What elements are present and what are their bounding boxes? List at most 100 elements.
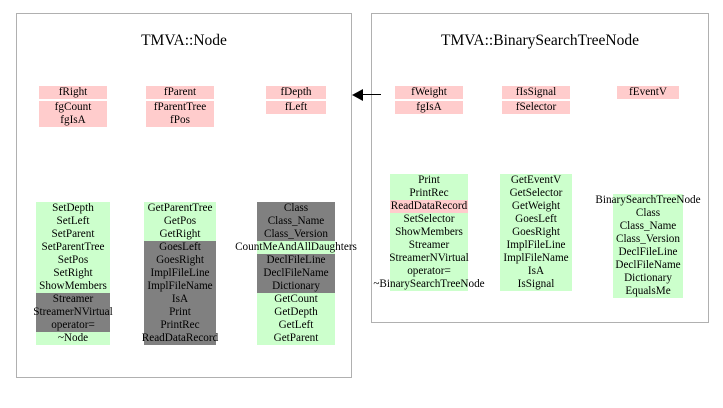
highlight-box [500,278,572,291]
node-method-c1-7[interactable]: Streamer [0,293,173,306]
bstn-method-c3-1[interactable]: Class [548,207,723,220]
node-method-c3-4[interactable]: DeclFileLine [196,254,396,267]
node-method-c1-2[interactable]: SetParent [0,228,173,241]
node-attribute-0[interactable]: fRight [0,86,173,99]
bstn-attribute-1[interactable]: fgIsA [329,101,529,114]
bstn-method-c3-7[interactable]: EqualsMe [548,285,723,298]
bstn-attribute-3[interactable]: fSelector [436,101,636,114]
node-method-c3-8[interactable]: GetDepth [196,306,396,319]
bstn-method-c1-3[interactable]: SetSelector [329,213,529,226]
node-method-c3-5[interactable]: DeclFileName [196,267,396,280]
highlight-box [257,332,335,345]
member-label: SetLeft [56,215,90,227]
highlight-box [613,207,683,220]
bstn-attribute-4[interactable]: fEventV [548,86,723,99]
node-method-c3-2[interactable]: Class_Version [196,228,396,241]
node-method-c3-0[interactable]: Class [196,202,396,215]
member-label: fIsSignal [515,86,557,98]
member-label: GetDepth [274,306,318,318]
bstn-method-c2-8[interactable]: IsSignal [436,278,636,291]
node-method-c1-10[interactable]: ~Node [0,332,173,345]
bstn-attribute-0[interactable]: fWeight [329,86,529,99]
node-method-c1-4[interactable]: SetPos [0,254,173,267]
bstn-method-c1-7[interactable]: operator= [329,265,529,278]
highlight-box [144,267,216,280]
node-method-c3-1[interactable]: Class_Name [196,215,396,228]
node-method-c2-7[interactable]: IsA [80,293,280,306]
node-method-c1-9[interactable]: operator= [0,319,173,332]
bstn-method-c2-0[interactable]: GetEventV [436,174,636,187]
member-label: SetRight [53,267,93,279]
bstn-method-c3-3[interactable]: Class_Version [548,233,723,246]
member-label: Dictionary [624,272,672,284]
node-method-c3-3[interactable]: CountMeAndAllDaughters [196,241,396,254]
bstn-method-c3-4[interactable]: DeclFileLine [548,246,723,259]
node-method-c1-6[interactable]: ShowMembers [0,280,173,293]
bstn-method-c1-5[interactable]: Streamer [329,239,529,252]
node-method-c3-7[interactable]: GetCount [196,293,396,306]
bstn-method-c2-7[interactable]: IsA [436,265,636,278]
member-label: fRight [58,86,88,98]
node-method-c2-1[interactable]: GetPos [80,215,280,228]
node-method-c2-3[interactable]: GoesLeft [80,241,280,254]
member-label: DeclFileName [263,267,329,279]
bstn-method-c2-2[interactable]: GetWeight [436,200,636,213]
bstn-method-c1-8[interactable]: ~BinarySearchTreeNode [329,278,529,291]
highlight-box [390,213,468,226]
node-attribute-7[interactable]: fLeft [196,101,396,114]
member-label: GetPos [163,215,197,227]
bstn-method-c1-1[interactable]: PrintRec [329,187,529,200]
node-attribute-4[interactable]: fParentTree [80,101,280,114]
node-method-c2-6[interactable]: ImplFileName [80,280,280,293]
node-method-c1-1[interactable]: SetLeft [0,215,173,228]
node-attribute-6[interactable]: fDepth [196,86,396,99]
bstn-method-c1-6[interactable]: StreamerNVirtual [329,252,529,265]
bstn-method-c1-4[interactable]: ShowMembers [329,226,529,239]
bstn-method-c2-1[interactable]: GetSelector [436,187,636,200]
node-method-c1-8[interactable]: StreamerNVirtual [0,306,173,319]
node-method-c2-4[interactable]: GoesRight [80,254,280,267]
node-attribute-3[interactable]: fParent [80,86,280,99]
node-method-c3-6[interactable]: Dictionary [196,280,396,293]
member-label: ImplFileName [147,280,213,292]
highlight-box [390,265,468,278]
node-method-c1-0[interactable]: SetDepth [0,202,173,215]
bstn-method-c3-5[interactable]: DeclFileName [548,259,723,272]
node-attribute-5[interactable]: fPos [80,114,280,127]
node-method-c2-5[interactable]: ImplFileLine [80,267,280,280]
node-method-c3-10[interactable]: GetParent [196,332,396,345]
node-method-c2-10[interactable]: ReadDataRecord [80,332,280,345]
bstn-method-c1-0[interactable]: Print [329,174,529,187]
bstn-attribute-2[interactable]: fIsSignal [436,86,636,99]
node-method-c3-9[interactable]: GetLeft [196,319,396,332]
member-label: GetSelector [509,187,563,199]
highlight-box [390,239,468,252]
bstn-method-c2-4[interactable]: GoesRight [436,226,636,239]
highlight-box [144,202,216,215]
node-method-c1-3[interactable]: SetParentTree [0,241,173,254]
bstn-method-c3-6[interactable]: Dictionary [548,272,723,285]
node-attribute-2[interactable]: fgIsA [0,114,173,127]
highlight-box [395,86,463,99]
node-method-c1-5[interactable]: SetRight [0,267,173,280]
member-label: StreamerNVirtual [33,306,113,318]
inheritance-connector-line [363,94,381,95]
member-label: IsA [527,265,545,277]
bstn-method-c3-2[interactable]: Class_Name [548,220,723,233]
bstn-method-c2-3[interactable]: GoesLeft [436,213,636,226]
bstn-method-c1-2[interactable]: ReadDataRecord [329,200,529,213]
member-label: IsA [171,293,189,305]
bstn-method-c3-0[interactable]: BinarySearchTreeNode [548,194,723,207]
member-label: Print [418,174,440,186]
node-method-c2-0[interactable]: GetParentTree [80,202,280,215]
bstn-method-c2-5[interactable]: ImplFileLine [436,239,636,252]
highlight-box [502,86,570,99]
bstn-method-c2-6[interactable]: ImplFileName [436,252,636,265]
node-method-c2-9[interactable]: PrintRec [80,319,280,332]
node-method-c2-8[interactable]: Print [80,306,280,319]
node-attribute-1[interactable]: fgCount [0,101,173,114]
node-method-c2-2[interactable]: GetRight [80,228,280,241]
member-label: fPos [170,114,190,126]
